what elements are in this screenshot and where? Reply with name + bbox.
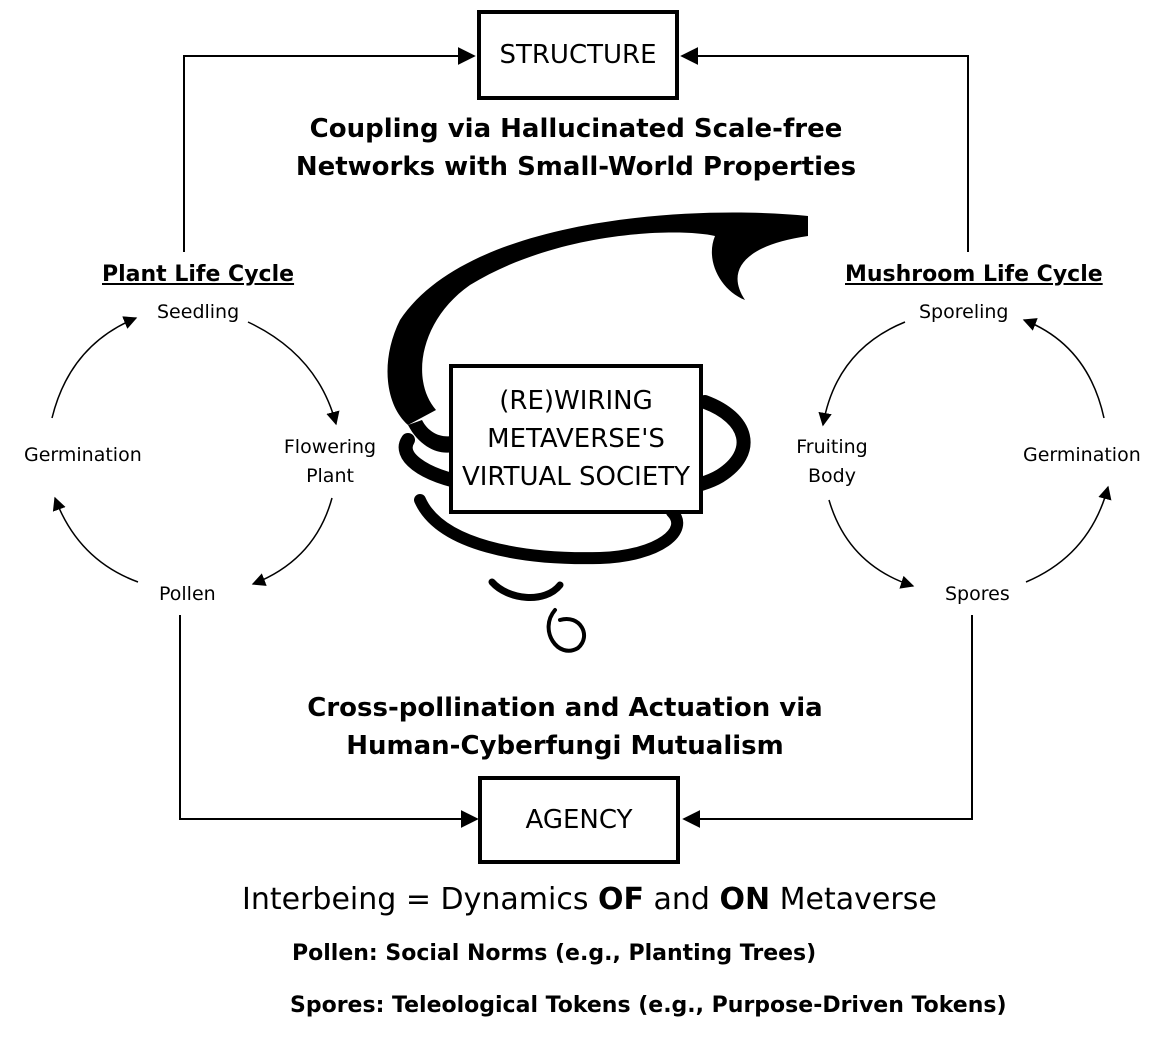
agency-box: AGENCY xyxy=(478,776,680,864)
formula-on: ON xyxy=(719,882,771,917)
structure-connector-left xyxy=(183,47,476,252)
plant-flowering-line-1: Flowering xyxy=(283,436,377,458)
plant-cycle-title: Plant Life Cycle xyxy=(102,262,295,287)
agency-connector-left xyxy=(179,615,479,828)
center-box: (RE)WIRING METAVERSE'S VIRTUAL SOCIETY xyxy=(449,364,703,514)
spiral-ribbon xyxy=(387,212,808,453)
plant-stage-pollen: Pollen xyxy=(159,583,216,605)
bottom-caption: Cross-pollination and Actuation via Huma… xyxy=(265,689,865,765)
structure-label: STRUCTURE xyxy=(499,40,657,70)
plant-stage-flowering: Flowering Plant xyxy=(280,433,380,491)
mushroom-stage-sporeling: Sporeling xyxy=(919,301,1009,323)
plant-stage-seedling: Seedling xyxy=(157,301,240,323)
center-line-1: (RE)WIRING xyxy=(499,386,653,416)
center-line-3: VIRTUAL SOCIETY xyxy=(461,462,691,492)
mushroom-cycle-arrows xyxy=(818,318,1112,589)
mushroom-fruiting-line-1: Fruiting xyxy=(796,436,868,458)
mushroom-stage-fruiting: Fruiting Body xyxy=(782,433,882,491)
bottom-caption-line-1: Cross-pollination and Actuation via xyxy=(307,693,823,723)
plant-flowering-line-2: Plant xyxy=(306,465,354,487)
top-caption-line-1: Coupling via Hallucinated Scale-free xyxy=(309,114,843,144)
formula-and: and xyxy=(644,882,720,917)
note-pollen: Pollen: Social Norms (e.g., Planting Tre… xyxy=(292,941,817,966)
mushroom-cycle-title: Mushroom Life Cycle xyxy=(845,262,1103,287)
mushroom-stage-germination: Germination xyxy=(1023,444,1141,466)
interbeing-formula: Interbeing = Dynamics OF and ON Metavers… xyxy=(242,882,937,917)
top-caption-line-2: Networks with Small-World Properties xyxy=(295,152,857,182)
agency-label: AGENCY xyxy=(525,805,633,835)
formula-of: OF xyxy=(598,882,644,917)
plant-stage-germination: Germination xyxy=(24,444,142,466)
note-spores: Spores: Teleological Tokens (e.g., Purpo… xyxy=(290,993,1007,1018)
top-caption: Coupling via Hallucinated Scale-free Net… xyxy=(276,110,876,186)
mushroom-stage-spores: Spores xyxy=(945,583,1010,605)
structure-connector-right xyxy=(680,47,969,252)
mushroom-fruiting-line-2: Body xyxy=(808,465,856,487)
formula-prefix: Interbeing = Dynamics xyxy=(242,882,598,917)
center-line-2: METAVERSE'S xyxy=(487,424,665,454)
agency-connector-right xyxy=(682,615,973,828)
structure-box: STRUCTURE xyxy=(477,10,679,100)
bottom-caption-line-2: Human-Cyberfungi Mutualism xyxy=(346,731,784,761)
formula-suffix: Metaverse xyxy=(770,882,937,917)
plant-cycle-arrows xyxy=(51,316,340,586)
